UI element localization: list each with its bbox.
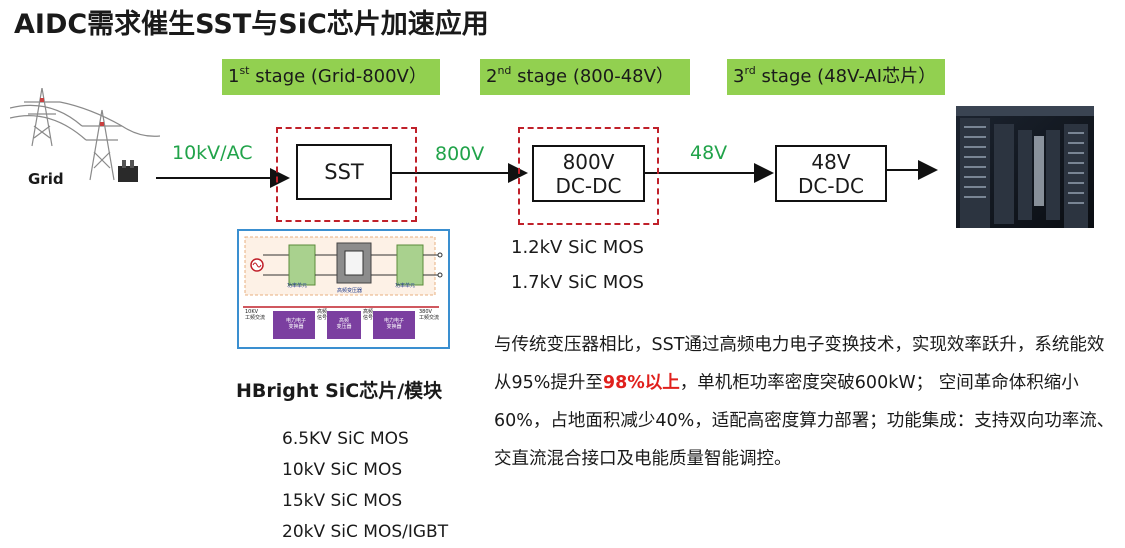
hbright-item-4: 20kV SiC MOS/IGBT xyxy=(282,522,449,542)
voltage-10kv-ac: 10kV/AC xyxy=(172,142,253,164)
voltage-48v: 48V xyxy=(690,142,728,164)
stage2-mos-2: 1.7kV SiC MOS xyxy=(511,272,644,293)
dcdc-800v-box: 800V DC-DC xyxy=(532,145,645,202)
stage-3-text: stage (48V-AI芯片） xyxy=(755,66,937,87)
stage-2-dashed-frame xyxy=(518,127,659,225)
inset-block-left: 功率单元 xyxy=(287,283,308,289)
dcdc-800v-line1: 800V xyxy=(562,149,615,174)
inset-input-label: 10KV 工频交流 xyxy=(245,309,266,321)
description-paragraph: 与传统变压器相比，SST通过高频电力电子变换技术，实现效率跃升，系统能效从95%… xyxy=(494,326,1120,478)
hbright-title: HBright SiC芯片/模块 xyxy=(236,380,443,402)
stage-1-ordinal: st xyxy=(239,64,250,77)
server-rack-image xyxy=(956,106,1094,228)
inset-block-mid: 高频变压器 xyxy=(337,288,363,294)
sst-schematic-inset: 功率单元 高频变压器 功率单元 10KV 工频交流 高频 信号 高频 信号 38… xyxy=(237,229,450,349)
sst-box: SST xyxy=(296,144,392,200)
paragraph-part-1: 与传统变压器相比，SST通过高频电力电子变换技术，实现效率跃升，系统能效从95%… xyxy=(494,335,1105,393)
inset-block-right: 功率单元 xyxy=(395,283,416,289)
stage-3-ordinal: rd xyxy=(744,64,756,77)
inset-output-label: 380V 工频交流 xyxy=(419,309,440,321)
inset-signal-2: 高频 信号 xyxy=(363,309,374,321)
stage-1-number: 1 xyxy=(228,66,240,87)
inset-signal-1: 高频 信号 xyxy=(317,309,328,321)
hbright-item-3: 15kV SiC MOS xyxy=(282,491,403,511)
grid-label: Grid xyxy=(28,170,64,188)
stage-1-dashed-frame xyxy=(276,127,417,222)
dcdc-48v-line1: 48V xyxy=(811,149,851,174)
paragraph-highlight: 98%以上 xyxy=(602,373,680,393)
voltage-800v: 800V xyxy=(435,143,485,165)
paragraph-part-2: ，单机柜功率密度突破600kW； 空间革命体积缩小60%，占地面积减少40%，适… xyxy=(494,373,1115,469)
stage-2-number: 2 xyxy=(486,66,498,87)
stage-1-label: 1st stage (Grid-800V） xyxy=(222,59,440,95)
sst-box-label: SST xyxy=(324,160,364,184)
sst-schematic-drawing xyxy=(243,236,443,339)
dcdc-800v-line2: DC-DC xyxy=(555,173,622,198)
stage-2-text: stage (800-48V） xyxy=(511,66,674,87)
hbright-item-2: 10kV SiC MOS xyxy=(282,460,403,480)
stage-2-ordinal: nd xyxy=(497,64,512,77)
stage-3-label: 3rd stage (48V-AI芯片） xyxy=(727,59,945,95)
stage-3-number: 3 xyxy=(733,66,745,87)
dcdc-48v-box: 48V DC-DC xyxy=(775,145,887,202)
stage-1-text: stage (Grid-800V） xyxy=(249,66,427,87)
transmission-tower-icon xyxy=(10,88,160,182)
hbright-item-1: 6.5KV SiC MOS xyxy=(282,429,409,449)
stage-2-label: 2nd stage (800-48V） xyxy=(480,59,690,95)
inset-converter-3: 电力电子 变换器 xyxy=(383,318,404,330)
inset-converter-2: 高频 变压器 xyxy=(336,318,352,330)
page-title: AIDC需求催生SST与SiC芯片加速应用 xyxy=(14,9,489,40)
inset-converter-1: 电力电子 变换器 xyxy=(285,318,306,330)
stage2-mos-1: 1.2kV SiC MOS xyxy=(511,237,644,258)
dcdc-48v-line2: DC-DC xyxy=(798,173,864,198)
